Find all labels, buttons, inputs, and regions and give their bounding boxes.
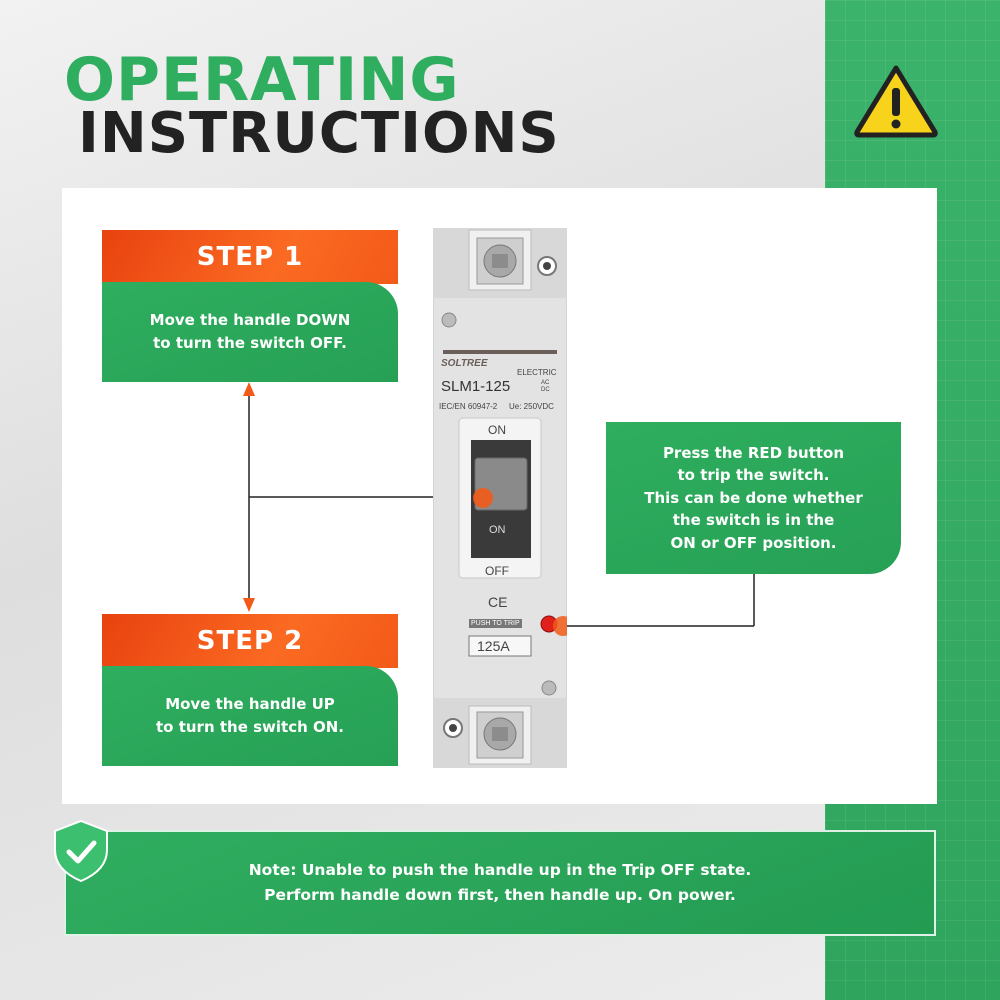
warning-icon	[854, 65, 938, 138]
rating-label: 125A	[477, 638, 510, 654]
step-1-text: Move the handle DOWN to turn the switch …	[149, 311, 351, 352]
trip-button-callout: Press the RED button to trip the switch.…	[606, 422, 901, 574]
step-2-header: STEP 2	[102, 614, 398, 668]
note-banner: Note: Unable to push the handle up in th…	[64, 830, 936, 936]
model-label: SLM1-125	[441, 378, 511, 395]
brand-sub-label: ELECTRIC	[517, 368, 557, 377]
dc-label: DC	[541, 387, 550, 393]
step-2-text: Move the handle UP to turn the switch ON…	[156, 695, 344, 736]
circuit-breaker-image: SOLTREE ELECTRIC SLM1-125 AC DC IEC/EN 6…	[433, 228, 567, 768]
handle-on-label: ON	[489, 524, 506, 536]
step-1-body: Move the handle DOWN to turn the switch …	[102, 282, 398, 382]
shield-check-icon	[54, 819, 108, 883]
ce-mark: CE	[488, 594, 508, 610]
on-label: ON	[488, 423, 506, 437]
push-to-trip-label: PUSH TO TRIP	[469, 619, 522, 628]
step-1-header: STEP 1	[102, 230, 398, 284]
voltage-label: Ue: 250VDC	[509, 402, 554, 411]
off-label: OFF	[485, 564, 509, 578]
brand-label: SOLTREE	[441, 358, 488, 369]
step-2-body: Move the handle UP to turn the switch ON…	[102, 666, 398, 766]
breaker-body	[433, 228, 567, 768]
title-line-1: OPERATING	[64, 45, 460, 115]
ac-label: AC	[541, 380, 550, 386]
title-line-2: INSTRUCTIONS	[78, 101, 560, 166]
standard-label: IEC/EN 60947-2	[439, 402, 498, 411]
